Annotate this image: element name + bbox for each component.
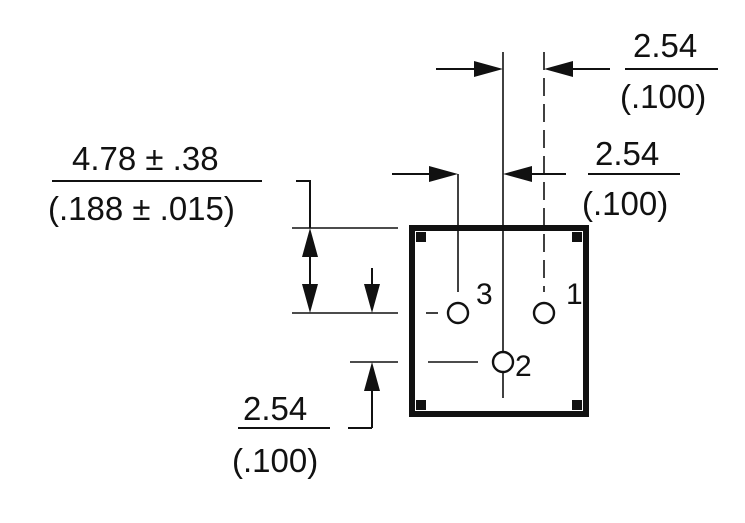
- top-dim-arrow-right-head: [544, 61, 573, 77]
- corner-notch-top-left: [416, 232, 426, 242]
- offset-leader-bracket: [296, 180, 311, 228]
- top-pitch-mm: 2.54: [633, 27, 697, 64]
- top-pitch-inch: (.100): [620, 78, 706, 115]
- component-body: [409, 225, 589, 417]
- pin-hole-1: [532, 301, 556, 325]
- pin-label-3: 3: [476, 278, 493, 311]
- vertical-dim-head-top: [302, 228, 318, 257]
- offset-dim-arrow-right-head: [503, 166, 532, 182]
- bottom-pitch-inch: (.100): [232, 442, 318, 479]
- offset-mm: 4.78 ± .38: [72, 140, 219, 177]
- corner-notch-top-right: [572, 232, 582, 242]
- pin-label-2: 2: [515, 350, 532, 383]
- row-dim-arrow-bottom-head: [364, 362, 380, 391]
- bottom-pitch-mm: 2.54: [243, 390, 307, 427]
- pin-label-1: 1: [566, 278, 583, 311]
- right-pitch-mm: 2.54: [595, 135, 659, 172]
- corner-notch-bottom-right: [572, 400, 582, 410]
- row-dim-arrow-top-head: [364, 284, 380, 313]
- top-dim-arrow-left-head: [474, 61, 503, 77]
- vertical-dim-head-bottom: [302, 284, 318, 313]
- corner-notch-bottom-left: [416, 400, 426, 410]
- right-pitch-inch: (.100): [582, 185, 668, 222]
- pin-hole-3: [446, 301, 470, 325]
- offset-dim-arrow-left-head: [429, 166, 458, 182]
- offset-inch: (.188 ± .015): [48, 190, 235, 227]
- pin-hole-2: [491, 350, 515, 374]
